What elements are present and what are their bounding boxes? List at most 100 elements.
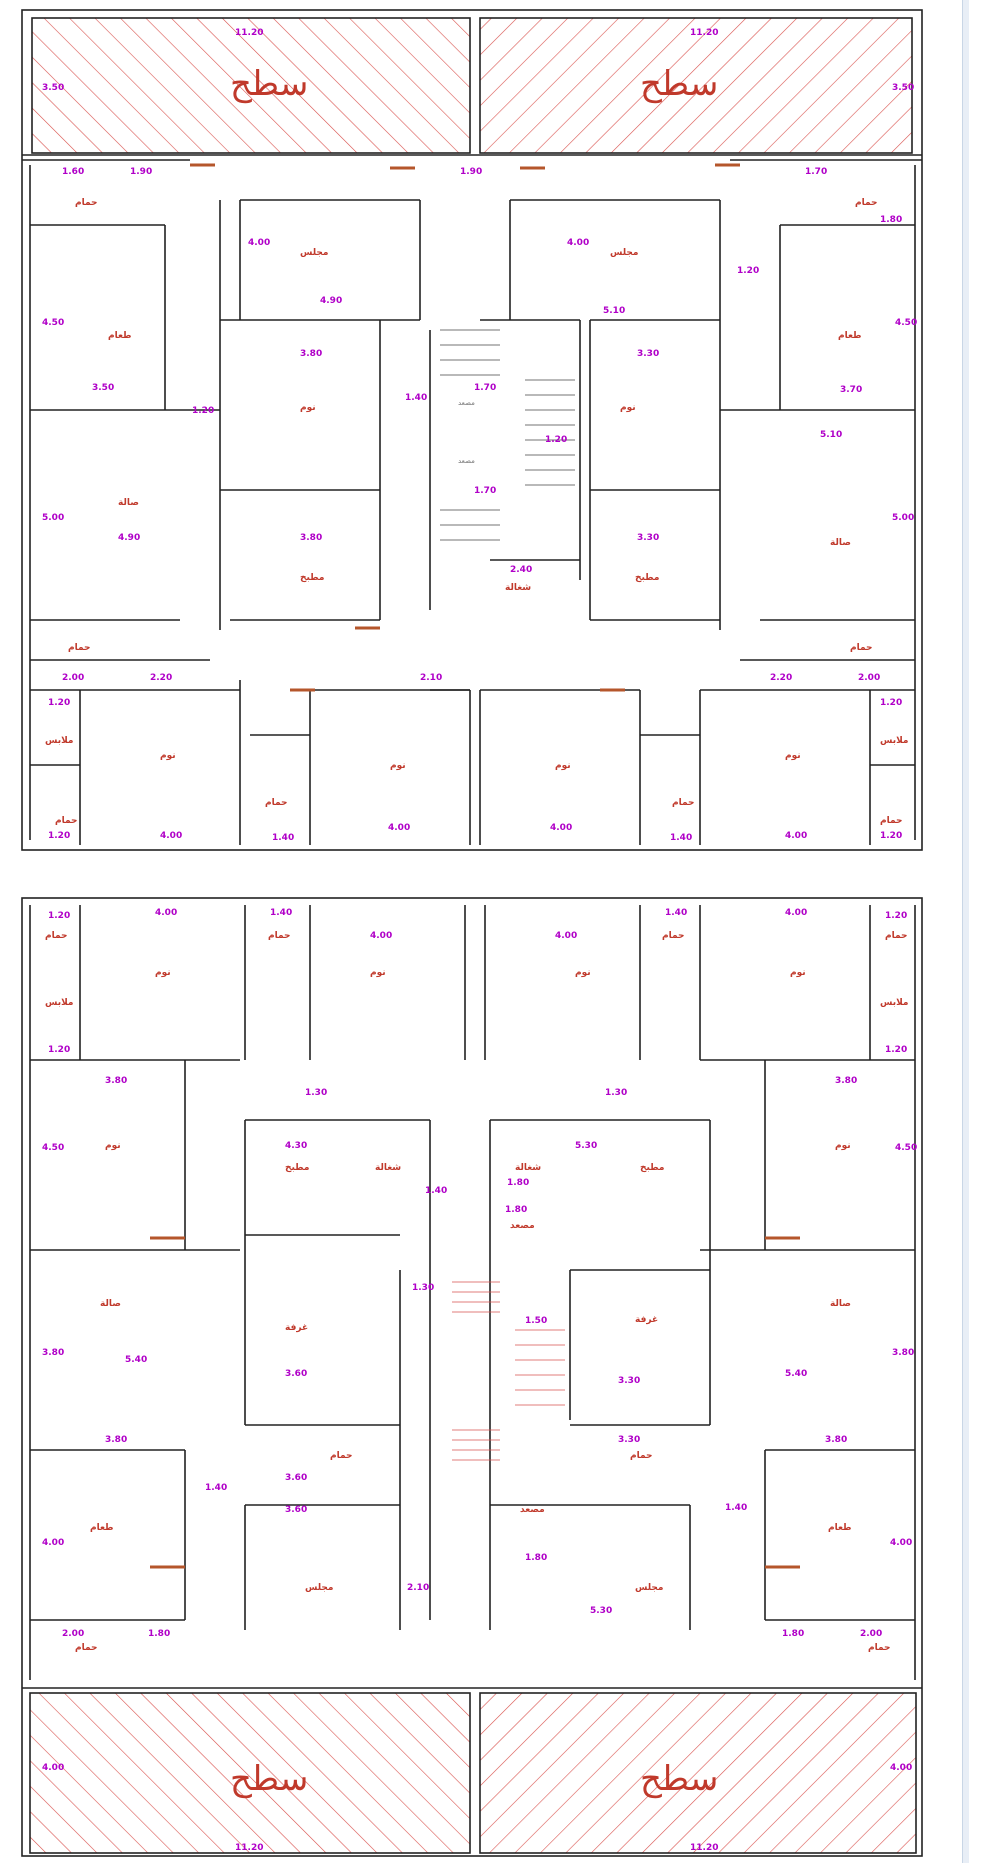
room-malabis-r-2: ملابس [880,998,909,1008]
dim: 1.60 [62,167,84,177]
room-malabis-left: ملابس [45,736,74,746]
room-majlis-l-2: مجلس [305,1583,333,1593]
roof-height-left-2: 4.00 [42,1763,64,1773]
roof-hatch-right [479,17,913,154]
dim: 3.30 [637,533,659,543]
dim: 1.20 [48,698,70,708]
room-hammam-cl: حمام [265,798,288,808]
dim: 3.80 [42,1348,64,1358]
dim: 3.80 [300,533,322,543]
roof-label-right-2: سطح [640,1759,718,1799]
dim: 2.00 [860,1629,882,1639]
dim: 4.50 [42,1143,64,1153]
dim: 4.00 [785,831,807,841]
roof-hatch-left [31,17,471,154]
room-nawm-tr: نوم [620,403,636,413]
room-nawm-b2: نوم [390,761,406,771]
dim: 1.20 [545,435,567,445]
room-malabis-right: ملابس [880,736,909,746]
room-nawm-t1: نوم [155,968,171,978]
dim: 3.80 [835,1076,857,1086]
dim: 2.40 [510,565,532,575]
dim: 4.90 [320,296,342,306]
dim: 5.30 [575,1141,597,1151]
room-shaghala-r-2: شغالة [515,1163,541,1173]
dim: 4.50 [895,318,917,328]
dim: 3.80 [105,1076,127,1086]
dim: 3.50 [92,383,114,393]
dim: 3.30 [618,1376,640,1386]
dim: 5.40 [125,1355,147,1365]
page-right-rail [962,0,969,1863]
dim: 4.00 [388,823,410,833]
dim: 4.00 [370,931,392,941]
dim: 2.10 [407,1583,429,1593]
room-nawm-mr: نوم [835,1141,851,1151]
dim: 2.10 [420,673,442,683]
dim: 1.20 [885,911,907,921]
roof-height-left: 3.50 [42,83,64,93]
room-shaghala-l-2: شغالة [375,1163,401,1173]
dim: 1.40 [272,833,294,843]
room-majlis-right: مجلس [610,248,638,258]
room-nawm-t2: نوم [370,968,386,978]
dim: 1.70 [805,167,827,177]
dim: 3.80 [892,1348,914,1358]
room-majlis-r-2: مجلس [635,1583,663,1593]
roof-width-right: 11.20 [690,28,718,38]
dim: 1.20 [880,698,902,708]
dim: 4.00 [550,823,572,833]
dim: 1.40 [670,833,692,843]
roof-width-right-2: 11.20 [690,1843,718,1853]
room-sala-l-2: صالة [100,1299,121,1309]
dim: 3.30 [618,1435,640,1445]
room-taam-r-2: طعام [828,1523,852,1533]
room-hammam-tr: حمام [855,198,878,208]
dim: 1.80 [507,1178,529,1188]
roof-label-left: سطح [230,64,308,104]
dim: 4.50 [895,1143,917,1153]
dim: 1.20 [48,1045,70,1055]
room-matbakh-r-2: مطبخ [640,1163,665,1173]
room-matbakh-right: مطبخ [635,573,660,583]
room-taam-left: طعام [108,331,132,341]
dim: 3.60 [285,1473,307,1483]
dim: 5.00 [42,513,64,523]
roof-label-right: سطح [640,64,718,104]
dim: 3.70 [840,385,862,395]
room-sala-left: صالة [118,498,139,508]
stair-treads-2 [452,1281,565,1461]
dim: 4.00 [567,238,589,248]
room-misad-1-2: مصعد [510,1221,535,1231]
dim: 1.80 [525,1553,547,1563]
room-hammam-cr-2: حمام [630,1451,653,1461]
dim: 1.80 [880,215,902,225]
dim: 3.80 [105,1435,127,1445]
room-majlis-left: مجلس [300,248,328,258]
dim: 1.20 [192,406,214,416]
dim: 1.40 [205,1483,227,1493]
room-nawm-ml: نوم [105,1141,121,1151]
room-hammam-cr: حمام [672,798,695,808]
dim: 4.00 [890,1538,912,1548]
dim: 2.20 [770,673,792,683]
room-taam-right: طعام [838,331,862,341]
roof-width-left-2: 11.20 [235,1843,263,1853]
dim: 1.90 [460,167,482,177]
dim: 4.00 [248,238,270,248]
dim: 1.40 [725,1503,747,1513]
room-hammam-br-2: حمام [868,1643,891,1653]
roof-hatch-left-2 [29,1692,471,1854]
room-misad-2: مصعد [458,457,475,465]
dim: 1.20 [48,831,70,841]
plan-1-outline [21,9,923,851]
room-hammam-cl-2: حمام [330,1451,353,1461]
room-hammam-mr: حمام [850,643,873,653]
dim: 1.80 [505,1205,527,1215]
dim: 3.30 [637,349,659,359]
plan-2-outline [21,897,923,1857]
dim: 1.70 [474,383,496,393]
dim: 1.40 [425,1186,447,1196]
